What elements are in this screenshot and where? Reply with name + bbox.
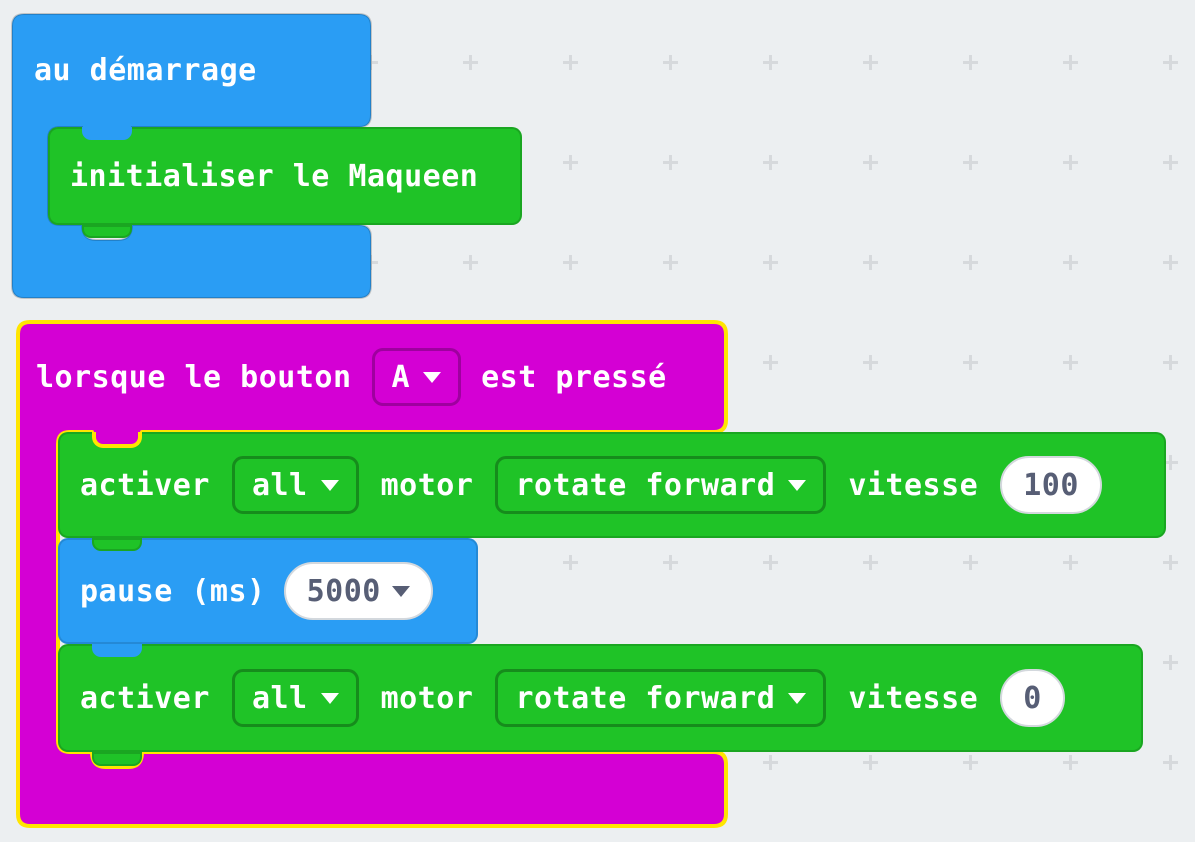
pause-duration-dropdown[interactable]: 5000 (283, 562, 433, 620)
chevron-down-icon (320, 692, 339, 704)
pause-duration-value: 5000 (306, 573, 381, 609)
motor1-speed-value: 100 (1023, 467, 1079, 503)
motor1-motor-value: all (251, 467, 308, 503)
grid-cross-icon (763, 555, 778, 570)
grid-cross-icon (863, 55, 878, 70)
block-tab (92, 752, 142, 766)
grid-cross-icon (1063, 755, 1078, 770)
grid-cross-icon (863, 155, 878, 170)
motor2-action-label: activer (80, 680, 210, 716)
grid-cross-icon (963, 155, 978, 170)
motor-block-1[interactable]: activer all motor rotate forward vitesse… (58, 432, 1166, 538)
button-pressed-suffix-label: est pressé (481, 359, 667, 395)
motor2-direction-select-dropdown[interactable]: rotate forward (495, 669, 827, 727)
grid-cross-icon (1063, 255, 1078, 270)
chevron-down-icon (788, 479, 807, 491)
grid-cross-icon (963, 255, 978, 270)
grid-cross-icon (663, 555, 678, 570)
motor2-speed-label: vitesse (848, 680, 979, 716)
block-tab (92, 538, 142, 551)
button-select-value: A (391, 359, 411, 395)
grid-cross-icon (1063, 355, 1078, 370)
grid-cross-icon (1163, 255, 1178, 270)
grid-cross-icon (563, 55, 578, 70)
block-tab (92, 432, 142, 448)
grid-cross-icon (963, 355, 978, 370)
chevron-down-icon (423, 371, 442, 383)
motor1-direction-select-dropdown[interactable]: rotate forward (495, 456, 827, 514)
chevron-down-icon (391, 585, 410, 597)
grid-cross-icon (863, 255, 878, 270)
grid-cross-icon (563, 555, 578, 570)
block-tab (82, 225, 132, 238)
grid-cross-icon (763, 755, 778, 770)
grid-cross-icon (763, 255, 778, 270)
grid-cross-icon (1163, 655, 1178, 670)
block-tab (92, 644, 142, 657)
motor1-action-label: activer (80, 467, 210, 503)
grid-cross-icon (1163, 55, 1178, 70)
grid-cross-icon (663, 155, 678, 170)
grid-cross-icon (1063, 555, 1078, 570)
grid-cross-icon (1163, 555, 1178, 570)
chevron-down-icon (788, 692, 807, 704)
grid-cross-icon (463, 255, 478, 270)
grid-cross-icon (563, 155, 578, 170)
grid-cross-icon (863, 755, 878, 770)
motor2-speed-value: 0 (1023, 680, 1042, 716)
grid-cross-icon (563, 255, 578, 270)
block-tab (82, 127, 132, 140)
motor2-motor-label: motor (380, 680, 474, 716)
grid-cross-icon (663, 55, 678, 70)
grid-cross-icon (663, 255, 678, 270)
grid-cross-icon (1063, 55, 1078, 70)
grid-cross-icon (963, 755, 978, 770)
button-pressed-prefix-label: lorsque le bouton (36, 359, 352, 395)
chevron-down-icon (320, 479, 339, 491)
grid-cross-icon (463, 55, 478, 70)
init-maqueen-block[interactable]: initialiser le Maqueen (48, 127, 522, 225)
grid-cross-icon (1063, 155, 1078, 170)
grid-cross-icon (763, 55, 778, 70)
on-start-label: au démarrage (34, 52, 257, 88)
motor1-motor-select-dropdown[interactable]: all (231, 456, 359, 514)
grid-cross-icon (863, 555, 878, 570)
grid-cross-icon (963, 55, 978, 70)
button-select-dropdown[interactable]: A (371, 348, 462, 406)
motor2-speed-value-input[interactable]: 0 (1000, 669, 1065, 727)
grid-cross-icon (963, 555, 978, 570)
grid-cross-icon (763, 355, 778, 370)
grid-cross-icon (1163, 455, 1178, 470)
grid-cross-icon (1163, 355, 1178, 370)
motor1-direction-value: rotate forward (515, 467, 776, 503)
init-maqueen-label: initialiser le Maqueen (70, 158, 479, 194)
motor1-speed-value-input[interactable]: 100 (1000, 456, 1102, 514)
grid-cross-icon (1163, 155, 1178, 170)
pause-block[interactable]: pause (ms) 5000 (58, 538, 478, 644)
motor1-motor-label: motor (380, 467, 474, 503)
motor2-direction-value: rotate forward (515, 680, 776, 716)
grid-cross-icon (763, 155, 778, 170)
grid-cross-icon (1163, 755, 1178, 770)
motor1-speed-label: vitesse (848, 467, 979, 503)
button-pressed-header: lorsque le bouton A est pressé (36, 345, 667, 409)
motor-block-2[interactable]: activer all motor rotate forward vitesse… (58, 644, 1143, 752)
grid-cross-icon (863, 355, 878, 370)
motor2-motor-value: all (251, 680, 308, 716)
pause-label: pause (ms) (80, 573, 266, 609)
motor2-motor-select-dropdown[interactable]: all (231, 669, 359, 727)
